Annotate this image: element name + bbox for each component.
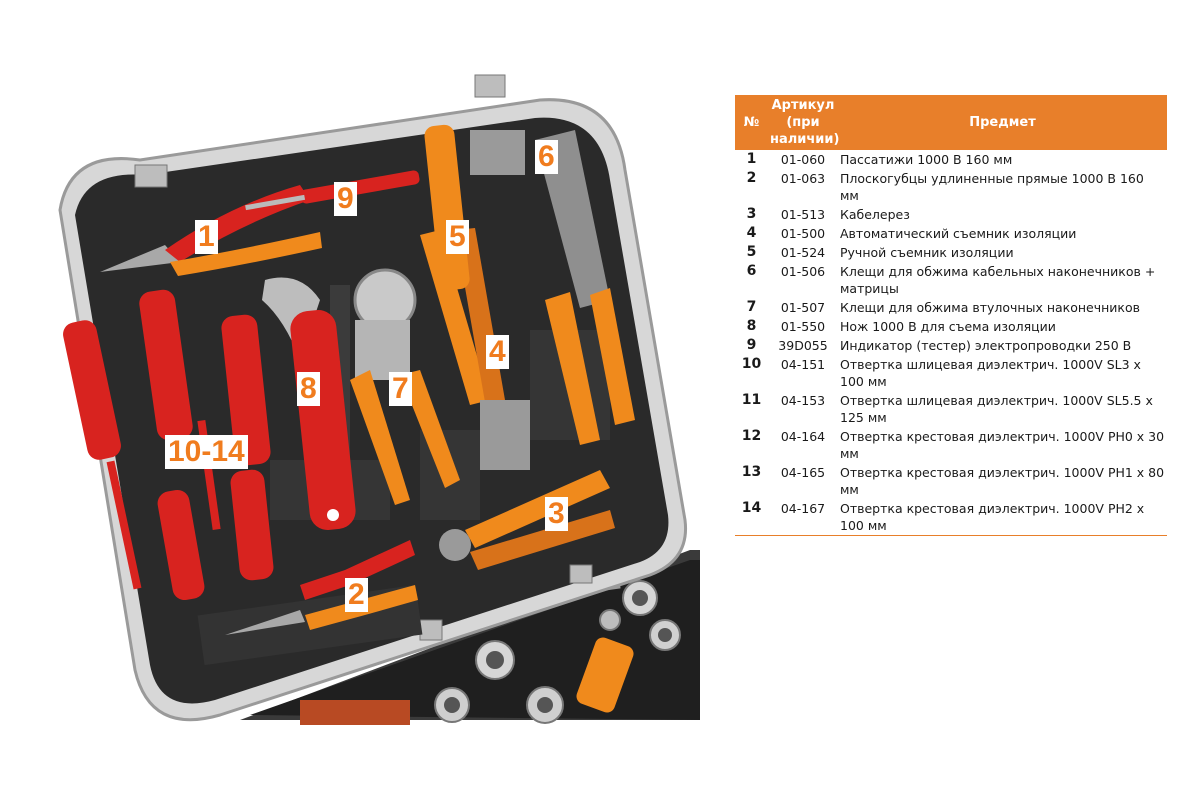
row-item-name: Отвертка крестовая диэлектрич. 1000V PH0… [840,429,1165,461]
row-item-name: Клещи для обжима втулочных наконечников [840,300,1140,315]
row-article: 04-167 [768,499,838,536]
row-number: 8 [746,318,757,334]
photo-label-3: 3 [545,497,568,531]
photo-label-10-14: 10-14 [165,435,248,469]
row-number: 3 [746,206,757,222]
row-item-name: Отвертка крестовая диэлектрич. 1000V PH2… [838,499,1167,536]
lug-crimper [535,130,635,445]
row-number: 10 [741,356,762,372]
table-row: 1 01-060 Пассатижи 1000 В 160 мм [735,150,1167,169]
row-article: 01-524 [780,245,826,260]
row-number: 7 [746,299,757,315]
row-number: 11 [741,392,762,408]
row-number: 13 [741,464,762,480]
row-article: 01-506 [780,264,826,279]
row-number: 14 [735,499,768,536]
row-item-name: Плоскогубцы удлиненные прямые 1000 В 160… [840,171,1144,203]
table-row: 4 01-500 Автоматический съемник изоляции [735,224,1167,243]
row-article: 04-151 [780,357,826,372]
row-article: 01-513 [780,207,826,222]
table-row: 6 01-506 Клещи для обжима кабельных наконе… [735,262,1167,298]
insulation-knife [262,277,356,531]
row-item-name: Нож 1000 В для съема изоляции [840,319,1056,334]
table-row: 12 04-164 Отвертка крестовая диэлектрич. 1… [735,427,1167,463]
photo-label-9: 9 [334,182,357,216]
row-item-name: Автоматический съемник изоляции [840,226,1077,241]
row-item-name: Ручной съемник изоляции [840,245,1014,260]
table-row: 11 04-153 Отвертка шлицевая диэлектрич. 10… [735,391,1167,427]
row-number: 4 [746,225,757,241]
row-item-name: Отвертка шлицевая диэлектрич. 1000V SL3 … [840,357,1141,389]
table-row: 8 01-550 Нож 1000 В для съема изоляции [735,317,1167,336]
row-number: 5 [746,244,757,260]
table-row: 13 04-165 Отвертка крестовая диэлектрич. 1… [735,463,1167,499]
header-article: Артикул (при наличии) [768,95,839,150]
photo-label-4: 4 [486,335,509,369]
row-item-name: Кабелерез [840,207,910,222]
row-number: 12 [741,428,762,444]
screwdriver-set [63,289,274,601]
ferrule-crimper [350,268,460,505]
row-item-name: Пассатижи 1000 В 160 мм [840,152,1013,167]
table-row: 2 01-063 Плоскогубцы удлиненные прямые 100… [735,169,1167,205]
header-number: № [735,95,768,150]
row-item-name: Отвертка крестовая диэлектрич. 1000V PH1… [840,465,1165,497]
row-number: 1 [746,151,757,167]
photo-label-8: 8 [297,372,320,406]
cable-cutter [439,470,615,570]
table-row: 10 04-151 Отвертка шлицевая диэлектрич. 10… [735,355,1167,391]
row-number: 9 [746,337,757,353]
row-item-name: Отвертка шлицевая диэлектрич. 1000V SL5.… [840,393,1153,425]
table-row: 3 01-513 Кабелерез [735,205,1167,224]
table-header-row: № Артикул (при наличии) Предмет [735,95,1167,150]
row-article: 01-060 [780,152,826,167]
row-article: 04-165 [780,465,826,480]
photo-label-5: 5 [446,220,469,254]
row-article: 01-500 [780,226,826,241]
row-article: 01-507 [780,300,826,315]
photo-label-7: 7 [389,372,412,406]
table-row: 9 39D055 Индикатор (тестер) электропроводк… [735,336,1167,355]
header-item: Предмет [838,95,1167,150]
row-article: 04-153 [780,393,826,408]
table-row: 5 01-524 Ручной съемник изоляции [735,243,1167,262]
row-article: 01-550 [780,319,826,334]
table-body: 1 01-060 Пассатижи 1000 В 160 мм 2 01-063 Пло… [735,150,1167,536]
toolkit-illustration [58,74,700,725]
row-number: 6 [746,263,757,279]
row-article: 04-164 [780,429,826,444]
row-article: 39D055 [778,338,828,353]
row-item-name: Клещи для обжима кабельных наконечников … [840,264,1156,296]
photo-label-6: 6 [535,140,558,174]
photo-label-2: 2 [345,578,368,612]
voltage-tester [245,170,420,211]
row-number: 2 [746,170,757,186]
row-article: 01-063 [780,171,826,186]
photo-label-1: 1 [195,220,218,254]
row-item-name: Индикатор (тестер) электропроводки 250 В [840,338,1132,353]
toolkit-photo: 1 2 3 4 5 6 7 8 9 10-14 [58,74,700,725]
table-row: 7 01-507 Клещи для обжима втулочных наконе… [735,298,1167,317]
